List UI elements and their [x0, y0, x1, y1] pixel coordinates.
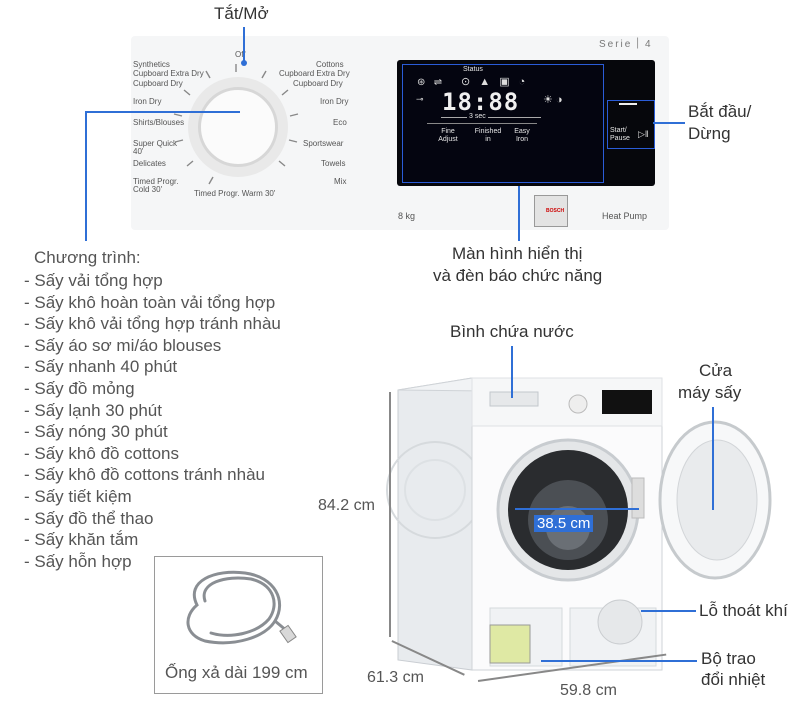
- list-item: - Sấy đồ mỏng: [24, 378, 135, 398]
- program-dial[interactable]: [198, 87, 278, 167]
- height-dimension: 84.2 cm: [318, 497, 375, 514]
- prog-timed-warm: Timed Progr. Warm 30': [194, 189, 276, 198]
- hose-caption: Ống xả dài 199 cm: [165, 663, 308, 682]
- prog-sportswear: Sportswear: [303, 139, 344, 148]
- drain-hose-box: Ống xả dài 199 cm: [154, 556, 323, 694]
- prog-super-quick: Super Quick: [133, 139, 178, 148]
- finished-in-label: Finished in: [474, 128, 502, 143]
- prog-super-quick-40: 40': [133, 147, 144, 156]
- list-item: - Sấy vải tổng hợp: [24, 271, 163, 290]
- callout-start-line2: Dừng: [688, 124, 731, 143]
- sensor-icons: ☀ ◑: [543, 94, 563, 106]
- energy-sticker: BOSCH: [534, 195, 568, 227]
- start-pause-label: Start/ Pause: [610, 127, 630, 142]
- prog-cupboard-extra-dry-right: Cupboard Extra Dry: [279, 69, 350, 78]
- prog-timed-cold: Timed Progr.: [133, 177, 179, 186]
- prog-cupboard-extra-dry-left: Cupboard Extra Dry: [133, 69, 204, 78]
- callout-power: Tắt/Mở: [214, 4, 269, 23]
- prog-iron-dry-left: Iron Dry: [133, 97, 162, 106]
- prog-timed-cold-30: Cold 30': [133, 185, 163, 194]
- prog-delicates: Delicates: [133, 159, 166, 168]
- prog-synthetics: Synthetics: [133, 60, 170, 69]
- list-item: - Sấy tiết kiệm: [24, 486, 132, 506]
- hold-3sec-label: 3 sec: [467, 113, 488, 121]
- callout-door-line2: máy sấy: [678, 383, 742, 402]
- prog-iron-dry-right: Iron Dry: [320, 97, 349, 106]
- list-item: - Sấy áo sơ mi/áo blouses: [24, 335, 222, 355]
- callout-water-tank: Bình chứa nước: [450, 322, 574, 341]
- callout-display-line2: và đèn báo chức năng: [433, 266, 603, 285]
- start-pause-button[interactable]: Start/ Pause ▷‖: [607, 100, 655, 149]
- prog-eco: Eco: [333, 118, 347, 127]
- series-number: 4: [645, 39, 651, 50]
- prog-towels: Towels: [321, 159, 346, 168]
- list-item: - Sấy khăn tắm: [24, 530, 139, 550]
- callout-display-line1: Màn hình hiển thị: [452, 244, 583, 263]
- program-icons: ⊛ ⇌: [417, 77, 443, 88]
- prog-cottons: Cottons: [316, 60, 344, 69]
- play-pause-icon: ▷‖: [638, 129, 649, 139]
- list-item: - Sấy khô đồ cottons: [24, 443, 179, 463]
- status-label: Status: [463, 66, 483, 73]
- heat-pump-label: Heat Pump: [602, 211, 648, 221]
- dial-ticks: [173, 64, 299, 185]
- prog-cupboard-dry-right: Cupboard Dry: [293, 79, 343, 88]
- prog-shirts: Shirts/Blouses: [133, 118, 185, 127]
- list-item: - Sấy nhanh 40 phút: [24, 357, 178, 377]
- time-digits: 18:88: [442, 88, 520, 116]
- callout-heat-line1: Bộ trao: [701, 649, 756, 668]
- prog-cupboard-dry-left: Cupboard Dry: [133, 79, 183, 88]
- brand-logo: BOSCH: [546, 208, 565, 214]
- series-label: Serie: [599, 39, 633, 50]
- callout-door-line1: Cửa: [699, 361, 733, 380]
- list-item: - Sấy hỗn hợp: [24, 551, 132, 571]
- list-item: - Sấy khô đồ cottons tránh nhàu: [24, 465, 265, 485]
- key-icon: ⊸: [416, 94, 424, 104]
- capacity-label: 8 kg: [398, 211, 416, 221]
- prog-mix: Mix: [334, 177, 347, 186]
- callout-start-line1: Bắt đầu/: [688, 102, 752, 121]
- list-item: - Sấy khô vải tổng hợp tránh nhàu: [24, 314, 281, 334]
- list-item: - Sấy đồ thể thao: [24, 508, 154, 528]
- status-display: Status ⊛ ⇌ ⊙ ▲ ▣ ◔ 18:88 ⊸ ☀ ◑ 3 sec Fin…: [402, 64, 604, 183]
- programs-title: Chương trình:: [34, 248, 141, 267]
- status-icons: ⊙ ▲ ▣ ◔: [461, 76, 529, 88]
- drain-hose-image: [186, 570, 297, 645]
- easy-iron-label: Easy Iron: [514, 128, 530, 143]
- programs-list: - Sấy vải tổng hợp - Sấy khô hoàn toàn v…: [24, 270, 281, 572]
- list-item: - Sấy nóng 30 phút: [24, 422, 168, 442]
- list-item: - Sấy lạnh 30 phút: [24, 400, 162, 420]
- fine-adjust-label: Fine Adjust: [438, 128, 458, 143]
- drum-diameter: 38.5 cm: [534, 515, 594, 532]
- callout-heat-line2: đổi nhiệt: [701, 670, 766, 689]
- list-item: - Sấy khô hoàn toàn vải tổng hợp: [24, 292, 276, 312]
- off-label: Off: [235, 50, 246, 59]
- start-indicator: [619, 103, 637, 105]
- callout-drain: Lỗ thoát khí: [699, 601, 788, 620]
- width-dimension: 59.8 cm: [560, 682, 617, 699]
- depth-dimension: 61.3 cm: [367, 669, 424, 686]
